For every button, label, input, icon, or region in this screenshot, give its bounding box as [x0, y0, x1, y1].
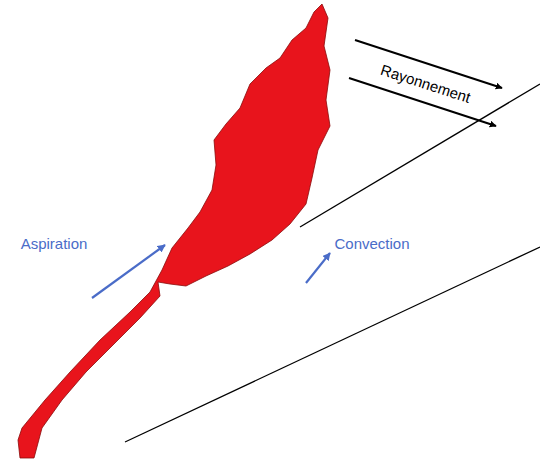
slope-upper-line: [300, 84, 540, 227]
aspiration-arrow: [92, 245, 165, 298]
aspiration-label: Aspiration: [21, 235, 88, 252]
flame-shape: [18, 4, 330, 458]
convection-arrow: [306, 253, 330, 283]
convection-label: Convection: [334, 235, 409, 252]
radiation-label: Rayonnement: [379, 60, 473, 105]
